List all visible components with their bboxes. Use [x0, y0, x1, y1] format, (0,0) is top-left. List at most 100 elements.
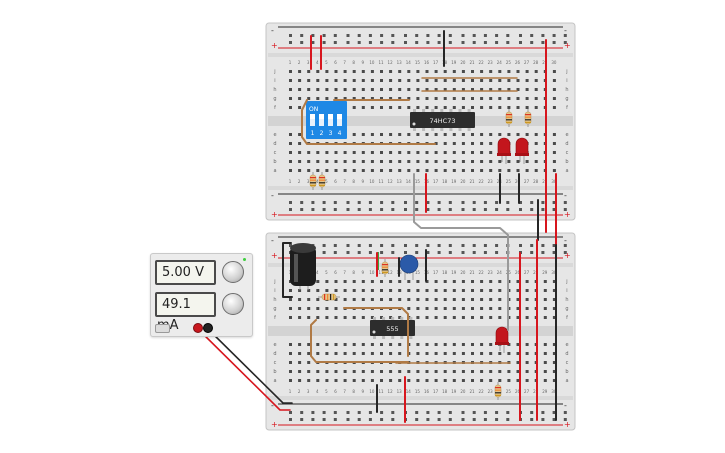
rail-hole [391, 201, 395, 204]
rail-hole [368, 201, 372, 204]
terminal-hole [489, 160, 493, 163]
terminal-hole [398, 97, 402, 100]
terminal-hole [416, 289, 420, 292]
terminal-hole [461, 88, 465, 91]
column-number: 7 [343, 270, 346, 275]
terminal-hole [489, 97, 493, 100]
terminal-hole [325, 280, 329, 283]
rail-hole [552, 208, 556, 211]
terminal-hole [480, 316, 484, 319]
terminal-hole [534, 133, 538, 136]
column-number: 2 [298, 389, 301, 394]
terminal-hole [389, 379, 393, 382]
terminal-hole [552, 298, 556, 301]
column-number: 11 [378, 60, 384, 65]
rail-hole [426, 201, 430, 204]
row-letter: b [565, 369, 568, 375]
rail-label: + [564, 210, 571, 219]
rail-hole [461, 41, 465, 44]
column-number: 8 [352, 270, 355, 275]
terminal-hole [434, 370, 438, 373]
rail-hole [495, 41, 499, 44]
resistor-icon [494, 382, 502, 400]
dip-toggle-knob [337, 114, 342, 119]
rail-label: + [271, 210, 278, 219]
terminal-hole [461, 106, 465, 109]
terminal-hole [498, 133, 502, 136]
terminal-hole [380, 298, 383, 301]
terminal-hole [516, 70, 520, 73]
terminal-hole [352, 70, 356, 73]
row-letter: d [565, 351, 568, 357]
rail-hole [448, 41, 452, 44]
terminal-hole [525, 307, 529, 310]
terminal-hole [434, 379, 438, 382]
terminal-hole [325, 160, 329, 163]
terminal-hole [289, 97, 292, 100]
column-number: 19 [451, 270, 457, 275]
dip-number: 1 [311, 130, 315, 137]
terminal-hole [498, 79, 502, 82]
terminal-hole [307, 307, 311, 310]
column-number: 23 [488, 270, 494, 275]
column-number: 28 [533, 179, 539, 184]
terminal-hole [398, 169, 402, 172]
terminal-hole [552, 343, 556, 346]
terminal-hole [361, 379, 365, 382]
terminal-hole [516, 169, 520, 172]
positive-terminal[interactable] [193, 323, 203, 333]
terminal-hole [525, 280, 529, 283]
breadboard-bottom[interactable]: --++--++12345678910111213141516171819202… [265, 232, 576, 431]
power-supply[interactable]: 5.00 V 49.1 mA [150, 253, 253, 337]
terminal-hole [298, 379, 302, 382]
terminal-hole [370, 298, 374, 301]
current-knob[interactable] [222, 293, 244, 315]
column-number: 12 [388, 179, 394, 184]
terminal-hole [480, 280, 484, 283]
dip-toggle-knob [310, 114, 315, 119]
terminal-hole [343, 298, 347, 301]
terminal-hole [552, 79, 556, 82]
rail-hole [357, 201, 361, 204]
terminal-hole [389, 169, 393, 172]
terminal-hole [480, 307, 484, 310]
column-number: 30 [551, 270, 557, 275]
rail-hole [322, 418, 326, 421]
wire-gray [413, 173, 509, 331]
terminal-hole [352, 343, 356, 346]
terminal-hole [552, 160, 556, 163]
power-switch[interactable] [155, 324, 170, 333]
terminal-hole [516, 79, 520, 82]
rail-hole [322, 34, 326, 37]
terminal-hole [534, 106, 538, 109]
terminal-hole [443, 316, 447, 319]
rail-divider [268, 396, 573, 400]
column-number: 20 [460, 389, 466, 394]
rail-hole [541, 251, 545, 254]
terminal-hole [343, 352, 347, 355]
terminal-hole [298, 70, 302, 73]
rail-hole [519, 41, 522, 44]
terminal-hole [325, 370, 329, 373]
row-letter: j [565, 69, 567, 75]
rail-hole [506, 208, 510, 211]
column-number: 20 [460, 60, 466, 65]
terminal-hole [289, 352, 292, 355]
rail-label: - [564, 401, 567, 410]
terminal-hole [289, 370, 292, 373]
terminal-hole [289, 298, 292, 301]
voltage-knob[interactable] [222, 261, 244, 283]
terminal-hole [552, 106, 556, 109]
column-number: 13 [397, 389, 403, 394]
negative-terminal[interactable] [203, 323, 213, 333]
terminal-hole [298, 289, 302, 292]
terminal-hole [416, 169, 420, 172]
rail-hole [357, 411, 361, 414]
rail-hole [357, 418, 361, 421]
rail-hole [506, 418, 510, 421]
row-letter: e [273, 342, 276, 348]
rail-hole [461, 34, 465, 37]
terminal-hole [352, 151, 356, 154]
terminal-hole [298, 88, 302, 91]
